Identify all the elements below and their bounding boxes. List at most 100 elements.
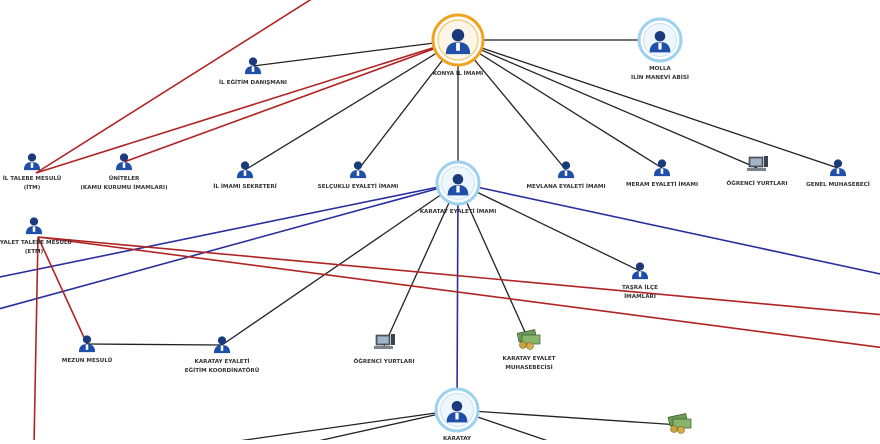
node-selcuklu[interactable]: SELÇUKLU EYALETİ İMAMI (318, 161, 399, 190)
node-label-uniteler: (KAMU KURUMU İMAMLARI) (80, 184, 168, 191)
node-label-koordinator: EĞİTİM KOORDİNATÖRÜ (185, 367, 260, 374)
person-shirt (32, 226, 36, 232)
person-shirt (456, 42, 460, 51)
node-yurtlar1[interactable]: ÖĞRENCİ YURTLARI (726, 156, 788, 187)
edge-konya-egitim (252, 39, 459, 67)
edge-karatay2-money2 (456, 409, 681, 426)
tower-shape (391, 334, 395, 345)
person-icon (829, 159, 847, 177)
person-shirt (836, 168, 840, 174)
node-label-tasra: İMAMLARI (624, 293, 656, 300)
node-label-eyaletmuh: MUHASEBECİSİ (505, 364, 552, 371)
edge-konya-yurtlar1 (457, 39, 758, 169)
edge-itm-top-left (35, 0, 312, 174)
node-label-tasra: TAŞRA İLÇE (622, 284, 658, 291)
edge-karatay2-bottom-2 (301, 409, 458, 444)
node-label-selcuklu: SELÇUKLU EYALETİ İMAMI (318, 183, 399, 190)
node-uniteler[interactable]: ÜNİTELER(KAMU KURUMU İMAMLARI) (80, 153, 168, 191)
edge-karatay-karatay2 (456, 182, 459, 411)
node-label-meram: MERAM EYALETİ İMAMI (626, 181, 698, 188)
edge-karatay-koordinator (221, 182, 459, 346)
edge-karatay-left-edge-2 (0, 182, 459, 310)
edge-konya-mevlana (457, 39, 567, 171)
node-label-karatay: KARATAY EYALETİ İMAMI (420, 208, 497, 215)
node-label-eyaletmuh: KARATAY EYALET (503, 356, 556, 362)
node-karatay[interactable]: KARATAY EYALETİ İMAMI (420, 160, 497, 215)
node-muhasebeci[interactable]: GENEL MUHASEBECİ (806, 159, 870, 188)
person-head (451, 29, 465, 42)
person-head (451, 400, 463, 412)
node-itm[interactable]: İL TALEBE MESULÜ (İTM) (3, 153, 62, 191)
coin-shape (677, 426, 685, 434)
person-icon (447, 173, 469, 196)
person-icon (244, 57, 262, 75)
node-label-itm: İL TALEBE MESULÜ (3, 175, 62, 182)
person-shirt (122, 162, 126, 168)
node-label-sekreter: İL İMAMI SEKRETERİ (213, 183, 277, 190)
node-tasra[interactable]: TAŞRA İLÇE İMAMLARI (622, 262, 658, 300)
node-label-konya: KONYA İL İMAMI (433, 70, 484, 77)
coin-shape (670, 425, 678, 433)
node-label-muhasebeci: GENEL MUHASEBECİ (806, 181, 870, 188)
node-label-itm: (İTM) (24, 184, 41, 191)
node-eyaletmuh[interactable]: KARATAY EYALET MUHASEBECİSİ (503, 329, 556, 371)
node-label-egitim: İL EĞİTİM DANIŞMANI (219, 79, 287, 86)
edge-konya-meram (457, 39, 663, 169)
node-label-molla: MOLLA (649, 66, 671, 72)
node-yurtlar2[interactable]: ÖĞRENCİ YURTLARI (353, 334, 415, 365)
person-icon (649, 30, 671, 53)
node-sekreter[interactable]: İL İMAMI SEKRETERİ (213, 161, 277, 190)
person-head (657, 159, 667, 168)
edge-konya-uniteler (123, 39, 459, 163)
person-icon (557, 161, 575, 179)
person-shirt (658, 42, 662, 50)
person-shirt (660, 168, 664, 174)
edge-etm-right-edge-3 (37, 236, 880, 349)
person-icon (25, 217, 43, 235)
node-egitim[interactable]: İL EĞİTİM DANIŞMANI (219, 57, 287, 86)
money-icon (667, 413, 692, 434)
person-icon (349, 161, 367, 179)
person-icon (446, 400, 468, 423)
node-label-yurtlar2: ÖĞRENCİ YURTLARI (353, 358, 414, 365)
edge-karatay-left-edge-1 (0, 182, 459, 278)
keyboard-shape (374, 346, 393, 349)
node-money2[interactable] (667, 413, 692, 434)
node-label-etm: EYALET TALEBE MESULÜ (0, 239, 72, 246)
person-shirt (30, 162, 34, 168)
person-shirt (85, 344, 89, 350)
person-head (248, 57, 258, 66)
edge-mezun-koordinator (86, 343, 223, 346)
person-icon (445, 29, 471, 55)
person-head (561, 161, 571, 170)
screen-shape (750, 158, 762, 166)
person-shirt (243, 170, 247, 176)
person-shirt (456, 185, 460, 193)
node-karatay2[interactable]: KARATAY (434, 387, 480, 442)
coin-shape (526, 342, 534, 350)
node-konya[interactable]: KONYA İL İMAMI (431, 13, 485, 77)
node-mevlana[interactable]: MEVLANA EYALETİ İMAMI (526, 161, 606, 190)
person-icon (236, 161, 254, 179)
person-head (833, 159, 843, 168)
computer-icon (374, 334, 395, 349)
node-label-yurtlar1: ÖĞRENCİ YURTLARI (726, 180, 787, 187)
node-meram[interactable]: MERAM EYALETİ İMAMI (626, 159, 698, 188)
edge-konya-muhasebeci (457, 39, 839, 169)
person-shirt (455, 412, 459, 420)
edge-karatay-right-edge-1 (457, 182, 880, 275)
person-icon (213, 336, 231, 354)
person-head (635, 262, 645, 271)
person-shirt (564, 170, 568, 176)
node-label-etm: (ETM) (25, 249, 44, 255)
screen-shape (377, 336, 389, 344)
person-icon (115, 153, 133, 171)
coin-shape (519, 341, 527, 349)
node-mezun[interactable]: MEZUN MESULÜ (62, 335, 113, 364)
node-etm[interactable]: EYALET TALEBE MESULÜ (ETM) (0, 217, 72, 255)
